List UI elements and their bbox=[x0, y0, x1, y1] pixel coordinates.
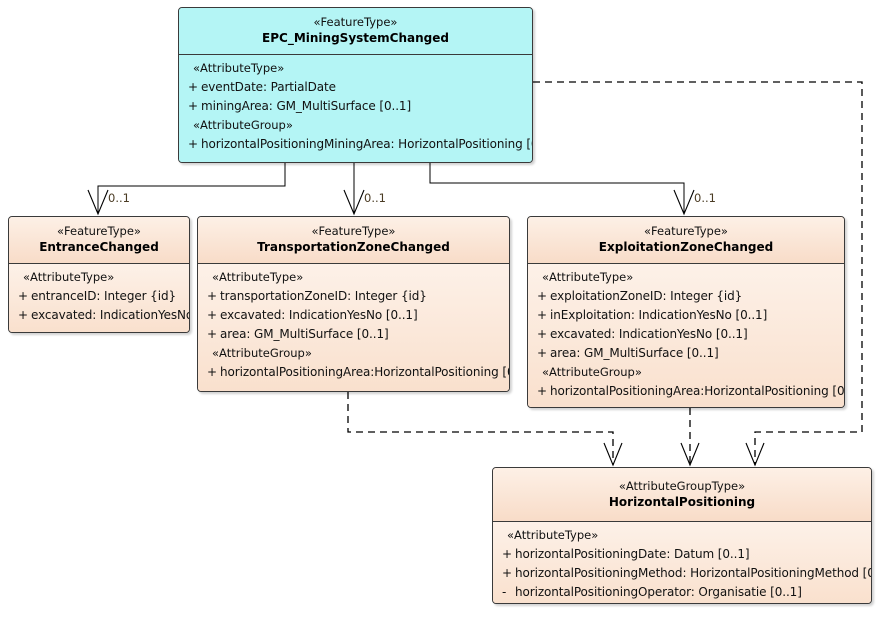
attribute-text: exploitationZoneID: Integer {id} bbox=[550, 289, 743, 303]
class-box-entrancechanged[interactable]: «FeatureType» EntranceChanged «Attribute… bbox=[8, 216, 190, 333]
attribute-visibility: + bbox=[537, 384, 548, 398]
attribute-text: eventDate: PartialDate bbox=[201, 80, 336, 94]
class-body-entrancechanged: «AttributeType» + entranceID: Integer {i… bbox=[9, 264, 189, 332]
attribute-row: + inExploitation: IndicationYesNo [0..1] bbox=[528, 306, 844, 325]
attribute-row: + excavated: IndicationYesNo bbox=[9, 306, 189, 325]
class-stereotype: «FeatureType» bbox=[311, 224, 396, 238]
attribute-text: horizontalPositioningArea:HorizontalPosi… bbox=[220, 365, 510, 379]
attribute-text: excavated: IndicationYesNo [0..1] bbox=[220, 308, 418, 322]
attribute-row: + area: GM_MultiSurface [0..1] bbox=[528, 344, 844, 363]
attribute-group-label: «AttributeGroup» bbox=[193, 118, 293, 132]
attribute-row: + transportationZoneID: Integer {id} bbox=[198, 287, 509, 306]
attribute-row: + excavated: IndicationYesNo [0..1] bbox=[528, 325, 844, 344]
attribute-text: area: GM_MultiSurface [0..1] bbox=[220, 327, 389, 341]
attribute-text: horizontalPositioningMiningArea: Horizon… bbox=[201, 137, 533, 151]
attribute-group-label: «AttributeType» bbox=[507, 528, 599, 542]
attribute-visibility: + bbox=[207, 289, 218, 303]
attribute-visibility: + bbox=[502, 547, 513, 561]
connector-root-to-exploitationzonechanged bbox=[429, 163, 695, 216]
attribute-group-label: «AttributeType» bbox=[23, 270, 115, 284]
class-name: ExploitationZoneChanged bbox=[598, 240, 774, 254]
class-body-horizontalpositioning: «AttributeType» + horizontalPositioningD… bbox=[493, 522, 871, 603]
attribute-visibility: + bbox=[207, 365, 218, 379]
attribute-text: miningArea: GM_MultiSurface [0..1] bbox=[201, 99, 412, 113]
class-box-exploitationzonechanged[interactable]: «FeatureType» ExploitationZoneChanged «A… bbox=[527, 216, 845, 408]
attribute-text: horizontalPositioningDate: Datum [0..1] bbox=[515, 547, 750, 561]
attribute-visibility: - bbox=[502, 585, 507, 599]
class-stereotype: «FeatureType» bbox=[644, 224, 728, 238]
multiplicity-label-entrancechanged: 0..1 bbox=[108, 191, 130, 205]
class-box-horizontalpositioning[interactable]: «AttributeGroupType» HorizontalPositioni… bbox=[492, 467, 872, 604]
attribute-row: + excavated: IndicationYesNo [0..1] bbox=[198, 306, 509, 325]
attribute-visibility: + bbox=[537, 346, 548, 360]
class-header-exploitationzonechanged: «FeatureType» ExploitationZoneChanged bbox=[528, 217, 844, 264]
class-header-horizontalpositioning: «AttributeGroupType» HorizontalPositioni… bbox=[493, 468, 871, 522]
multiplicity-label-transportationzonechanged: 0..1 bbox=[364, 191, 386, 205]
class-box-epc-miningsystemchanged[interactable]: «FeatureType» EPC_MiningSystemChanged «A… bbox=[178, 7, 533, 163]
attribute-visibility: + bbox=[188, 137, 199, 151]
attribute-group-label: «AttributeType» bbox=[212, 270, 304, 284]
attribute-row: + eventDate: PartialDate bbox=[179, 78, 532, 97]
connector-root-to-entrancechanged bbox=[87, 163, 286, 216]
class-header-transportationzonechanged: «FeatureType» TransportationZoneChanged bbox=[198, 217, 509, 264]
attribute-row: + horizontalPositioningArea:HorizontalPo… bbox=[198, 363, 509, 382]
attribute-visibility: + bbox=[537, 308, 548, 322]
attribute-text: area: GM_MultiSurface [0..1] bbox=[550, 346, 719, 360]
attribute-visibility: + bbox=[207, 308, 218, 322]
attribute-visibility: + bbox=[537, 327, 548, 341]
attribute-text: excavated: IndicationYesNo bbox=[31, 308, 190, 322]
class-name: EPC_MiningSystemChanged bbox=[262, 31, 449, 45]
multiplicity-label-exploitationzonechanged: 0..1 bbox=[694, 191, 716, 205]
attribute-row: + horizontalPositioningDate: Datum [0..1… bbox=[493, 545, 871, 564]
attribute-row: - horizontalPositioningOperator: Organis… bbox=[493, 583, 871, 602]
attribute-text: horizontalPositioningMethod: HorizontalP… bbox=[515, 566, 872, 580]
attribute-text: inExploitation: IndicationYesNo [0..1] bbox=[550, 308, 768, 322]
attribute-group-label: «AttributeType» bbox=[193, 61, 285, 75]
attribute-row: + horizontalPositioningMiningArea: Horiz… bbox=[179, 135, 532, 154]
connector-root-to-transportationzonechanged bbox=[343, 163, 365, 216]
attribute-row: + miningArea: GM_MultiSurface [0..1] bbox=[179, 97, 532, 116]
attribute-visibility: + bbox=[188, 99, 199, 113]
attribute-group-label: «AttributeType» bbox=[542, 270, 634, 284]
class-body-epc-miningsystemchanged: «AttributeType» + eventDate: PartialDate… bbox=[179, 55, 532, 162]
class-name: HorizontalPositioning bbox=[608, 495, 756, 509]
attribute-text: excavated: IndicationYesNo [0..1] bbox=[550, 327, 748, 341]
class-box-transportationzonechanged[interactable]: «FeatureType» TransportationZoneChanged … bbox=[197, 216, 510, 392]
class-stereotype: «FeatureType» bbox=[313, 15, 398, 29]
attribute-row: + entranceID: Integer {id} bbox=[9, 287, 189, 306]
class-stereotype: «FeatureType» bbox=[57, 224, 141, 238]
class-name: EntranceChanged bbox=[39, 240, 159, 254]
attribute-text: horizontalPositioningArea:HorizontalPosi… bbox=[550, 384, 845, 398]
attribute-text: entranceID: Integer {id} bbox=[31, 289, 177, 303]
class-stereotype: «AttributeGroupType» bbox=[618, 479, 746, 493]
attribute-visibility: + bbox=[502, 566, 513, 580]
attribute-row: + area: GM_MultiSurface [0..1] bbox=[198, 325, 509, 344]
attribute-visibility: + bbox=[188, 80, 199, 94]
attribute-row: + horizontalPositioningMethod: Horizonta… bbox=[493, 564, 871, 583]
class-header-entrancechanged: «FeatureType» EntranceChanged bbox=[9, 217, 189, 264]
attribute-text: transportationZoneID: Integer {id} bbox=[220, 289, 427, 303]
attribute-visibility: + bbox=[18, 289, 29, 303]
attribute-group-label: «AttributeGroup» bbox=[212, 346, 312, 360]
attribute-row: + horizontalPositioningArea:HorizontalPo… bbox=[528, 382, 844, 401]
attribute-text: horizontalPositioningOperator: Organisat… bbox=[515, 585, 802, 599]
attribute-visibility: + bbox=[18, 308, 29, 322]
attribute-row: + exploitationZoneID: Integer {id} bbox=[528, 287, 844, 306]
class-body-exploitationzonechanged: «AttributeType» + exploitationZoneID: In… bbox=[528, 264, 844, 407]
dependency-exploitationzone-to-horizontalpositioning bbox=[680, 408, 700, 467]
attribute-visibility: + bbox=[207, 327, 218, 341]
class-header-epc-miningsystemchanged: «FeatureType» EPC_MiningSystemChanged bbox=[179, 8, 532, 55]
attribute-visibility: + bbox=[537, 289, 548, 303]
attribute-group-label: «AttributeGroup» bbox=[542, 365, 642, 379]
class-name: TransportationZoneChanged bbox=[257, 240, 450, 254]
class-body-transportationzonechanged: «AttributeType» + transportationZoneID: … bbox=[198, 264, 509, 391]
